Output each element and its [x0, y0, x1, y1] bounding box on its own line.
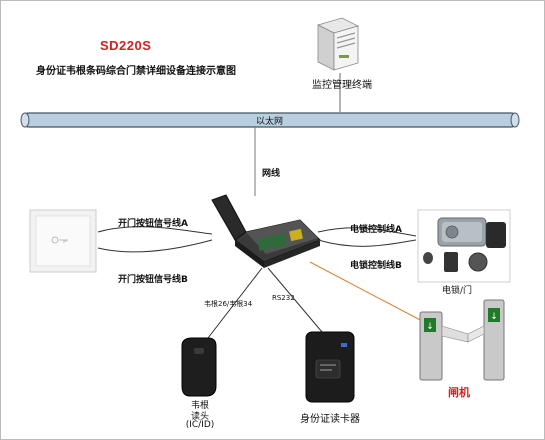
electric-lock-icon	[417, 209, 511, 283]
controller-icon	[211, 194, 321, 268]
exit-button-icon	[29, 209, 97, 273]
wiegand-reader-label-2: 读头	[190, 412, 209, 422]
exit-signal-label-a: 开门按钮信号线A	[118, 219, 188, 229]
server-label: 监控管理终端	[312, 80, 372, 91]
id-reader-label: 身份证读卡器	[300, 414, 360, 425]
turnstile-label: 闸机	[448, 386, 470, 399]
turnstile-icon: ↓ ↓	[419, 299, 505, 381]
lock-control-wire-a	[317, 227, 417, 237]
svg-text:↓: ↓	[490, 312, 498, 322]
turnstile-wire	[309, 261, 425, 323]
wiegand-reader-icon	[181, 337, 217, 397]
exit-signal-wire-a	[97, 226, 213, 235]
diagram-title: SD220S	[100, 38, 152, 53]
wiegand-reader-label-1: 韦根	[190, 401, 209, 411]
lock-label: 电锁/门	[442, 286, 473, 296]
id-card-reader-icon	[305, 331, 355, 403]
server-icon	[316, 17, 360, 71]
svg-text:↓: ↓	[426, 322, 434, 332]
exit-signal-wire-b	[97, 239, 213, 253]
exit-signal-label-b: 开门按钮信号线B	[118, 275, 188, 285]
rs232-label: RS232	[272, 294, 295, 302]
lock-control-label-b: 电锁控制线B	[350, 261, 402, 271]
wiegand-reader-label-3: (IC/ID)	[185, 420, 215, 430]
wiegand-wire-label: 韦根26/韦根34	[204, 300, 253, 308]
lock-control-wire-b	[317, 239, 417, 247]
wiegand-wire	[207, 267, 263, 339]
lock-control-label-a: 电锁控制线A	[350, 225, 402, 235]
ethernet-label: 以太网	[256, 117, 284, 127]
ethernet-bar	[20, 112, 520, 128]
network-cable-label: 网线	[262, 169, 281, 179]
diagram-subtitle: 身份证韦根条码综合门禁详细设备连接示意图	[36, 66, 236, 77]
rs232-wire	[267, 267, 323, 333]
